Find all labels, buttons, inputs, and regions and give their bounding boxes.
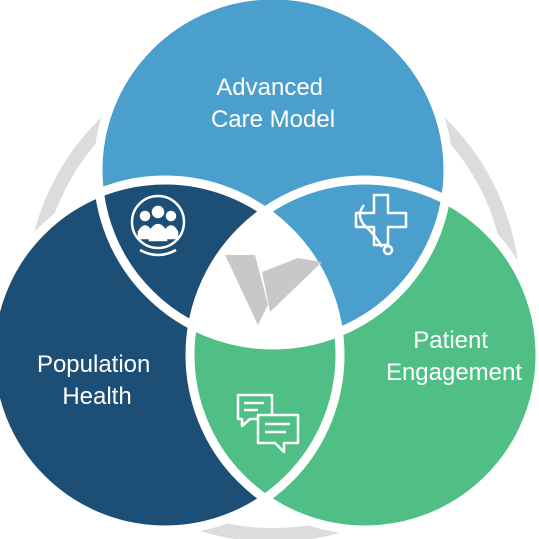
advanced-care-model-label: Advanced Care Model	[211, 74, 335, 133]
v-logo-icon	[225, 255, 322, 325]
medical-cross-stethoscope-icon	[354, 193, 408, 256]
chat-bubbles-icon	[236, 393, 300, 454]
population-health-label: Population Health	[37, 351, 157, 410]
patient-engagement-label: Patient Engagement	[386, 327, 522, 386]
care-team-icon	[130, 194, 186, 257]
